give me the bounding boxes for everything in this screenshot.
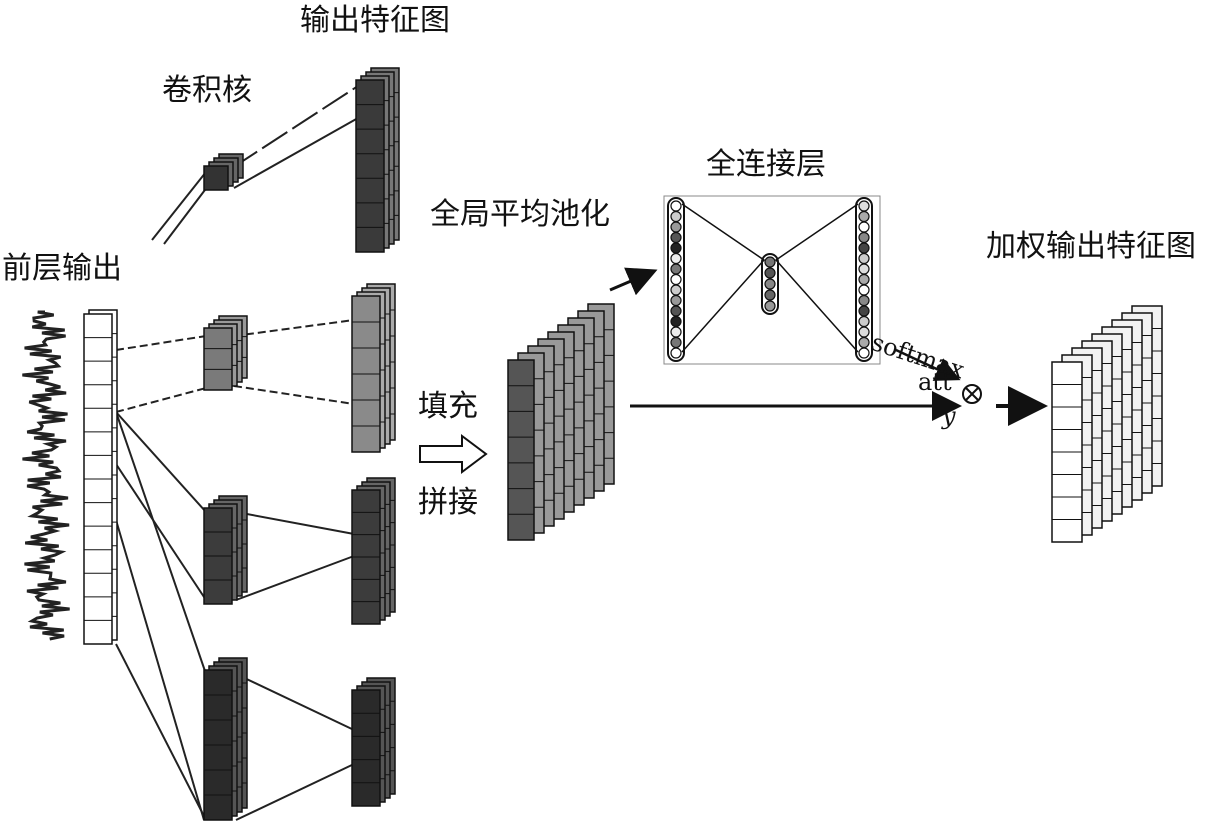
kernel-link-b1 xyxy=(115,335,207,351)
hollow-arrow-icon xyxy=(419,434,488,474)
weighted-output-label: 加权输出特征图 xyxy=(986,229,1196,264)
fully-connected-label: 全连接层 xyxy=(706,147,826,182)
waveform-line xyxy=(22,310,70,641)
conv-kernel-3 xyxy=(203,657,248,821)
fc-input-neurons xyxy=(667,197,685,362)
arrow-to-fc xyxy=(609,267,658,296)
fully-connected-layer xyxy=(663,195,881,365)
flow-arrows xyxy=(419,267,1048,474)
fc-hidden-neurons xyxy=(761,253,779,315)
input-signal-waveform xyxy=(22,310,70,641)
kernel-link-d3 xyxy=(235,673,355,731)
kernel-link-c4 xyxy=(235,555,355,601)
kernel-link-c3 xyxy=(235,511,355,535)
weighted-output-stack xyxy=(1051,305,1163,543)
conv-kernel-1 xyxy=(203,315,248,391)
output-feature-map-2 xyxy=(351,477,396,625)
fc-links-right xyxy=(774,203,859,353)
padding-label: 填充 xyxy=(418,389,478,424)
kernel-link-d1 xyxy=(115,411,207,675)
kernel-link-a3 xyxy=(231,85,359,169)
output-feature-map-3 xyxy=(351,677,396,807)
kernel-link-b2 xyxy=(115,387,207,413)
multiply-icon xyxy=(962,384,982,404)
fc-links-left xyxy=(681,203,766,353)
conv-kernel-top xyxy=(203,153,244,191)
kernel-link-d2 xyxy=(115,643,207,821)
output-feature-map-top xyxy=(355,67,400,253)
kernel-link-c1 xyxy=(115,411,207,513)
fc-output-neurons xyxy=(855,197,873,362)
connection-lines xyxy=(115,85,359,821)
prev-layer-output-label: 前层输出 xyxy=(2,251,122,286)
conv-kernel-2 xyxy=(203,495,248,605)
kernel-link-d4 xyxy=(235,763,355,821)
kernel-link-a1 xyxy=(151,171,207,241)
concatenated-feature-stack xyxy=(507,303,615,541)
kernel-link-b3 xyxy=(233,319,355,337)
kernel-link-a4 xyxy=(233,117,359,189)
concat-label: 拼接 xyxy=(418,485,478,520)
att-label: att xyxy=(918,368,952,396)
y-label: y xyxy=(942,402,956,430)
output-feature-map-1 xyxy=(351,283,396,453)
output-feature-map-label: 输出特征图 xyxy=(300,3,450,38)
kernel-link-d5 xyxy=(115,519,205,821)
softmax-arrow xyxy=(895,348,961,381)
conv-kernel-label: 卷积核 xyxy=(162,73,252,108)
kernel-link-b4 xyxy=(233,385,355,405)
prev-layer-column xyxy=(83,309,118,645)
kernel-link-c2 xyxy=(115,463,207,601)
global-avg-pool-label: 全局平均池化 xyxy=(430,197,610,232)
feature-blocks xyxy=(83,67,1163,821)
